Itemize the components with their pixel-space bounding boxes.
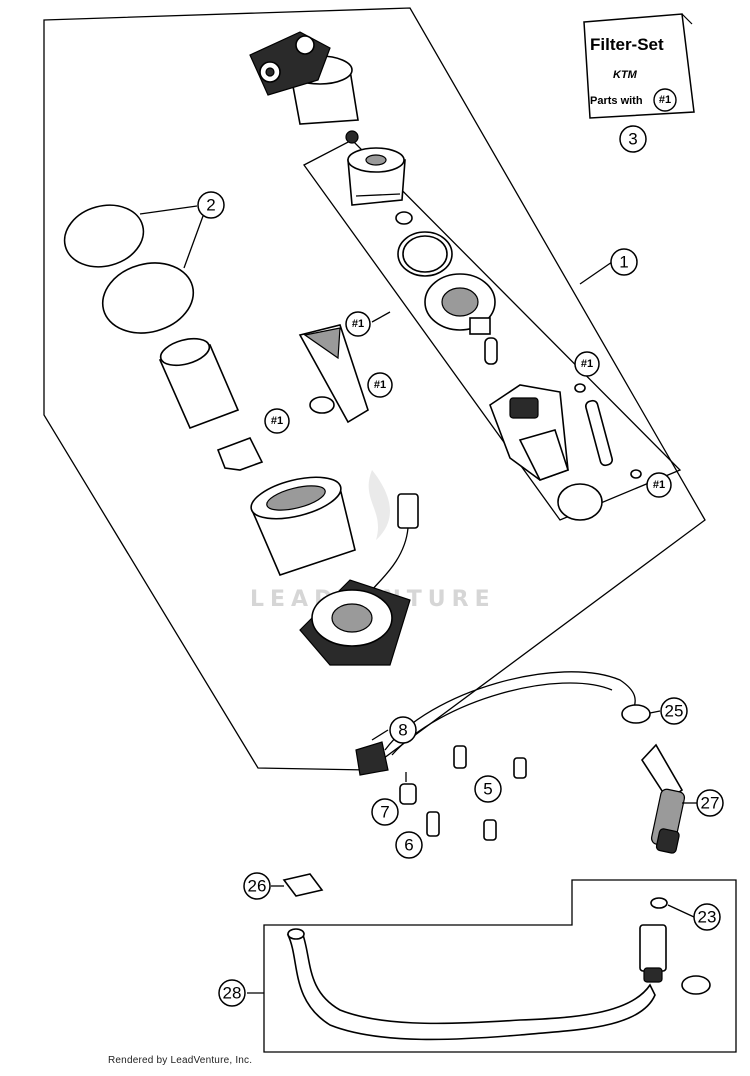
clamp-26 xyxy=(282,873,324,897)
ref-tag-5: #1 xyxy=(646,472,672,498)
svg-text:1: 1 xyxy=(619,253,628,272)
ref-tag-3: #1 xyxy=(264,408,290,434)
o-ring-23 xyxy=(650,897,668,909)
clamp-small xyxy=(681,975,711,995)
callout-8: 8 xyxy=(389,716,417,744)
pressure-regulator-part xyxy=(424,273,496,335)
quick-connector-27 xyxy=(640,743,686,854)
ktm-logo: KTM xyxy=(613,69,638,81)
large-o-ring-1 xyxy=(63,204,145,268)
svg-text:#1: #1 xyxy=(374,379,386,391)
small-seal-part xyxy=(345,130,359,144)
clip-part xyxy=(309,396,335,414)
callout-5: 5 xyxy=(474,775,502,803)
o-ring-right-bottom xyxy=(630,469,642,479)
hose-kit-outline xyxy=(263,879,737,1053)
fitting-tip xyxy=(643,967,663,983)
svg-text:8: 8 xyxy=(398,721,407,740)
strainer-tip-part xyxy=(303,327,341,360)
pump-housing-part xyxy=(250,476,356,576)
svg-text:3: 3 xyxy=(628,130,637,149)
filter-set-ref: #1 xyxy=(659,94,671,106)
ref-tag-4: #1 xyxy=(574,351,600,377)
grommet-part-7 xyxy=(399,783,417,805)
filter-set-title: Filter-Set xyxy=(590,35,664,54)
watermark-flame-icon xyxy=(368,470,390,540)
flange-plate-part xyxy=(299,579,411,666)
ref-tag-1: #1 xyxy=(345,311,371,337)
pin-part xyxy=(484,337,498,365)
svg-text:5: 5 xyxy=(483,780,492,799)
svg-text:#1: #1 xyxy=(581,358,593,370)
svg-text:23: 23 xyxy=(698,908,717,927)
svg-text:27: 27 xyxy=(701,794,720,813)
svg-text:28: 28 xyxy=(223,984,242,1003)
callout-26: 26 xyxy=(243,872,271,900)
fitting-body xyxy=(639,924,667,972)
o-ring-inner xyxy=(402,235,448,273)
callout-27: 27 xyxy=(696,789,724,817)
callout-2: 2 xyxy=(197,191,225,219)
screw-part-b xyxy=(513,757,527,779)
svg-text:25: 25 xyxy=(665,702,684,721)
leader-lines xyxy=(139,205,697,994)
screw-part-d xyxy=(483,819,497,841)
ref-tag-2: #1 xyxy=(367,372,393,398)
o-ring-small xyxy=(395,211,413,225)
svg-text:#1: #1 xyxy=(352,318,364,330)
render-credit: Rendered by LeadVenture, Inc. xyxy=(108,1055,253,1066)
return-hose-outer xyxy=(391,682,613,756)
svg-text:2: 2 xyxy=(206,196,215,215)
filter-set-box: Filter-Set KTM Parts with #1 xyxy=(583,13,695,119)
bracket-clip-part xyxy=(216,436,264,471)
callout-7: 7 xyxy=(371,798,399,826)
plug-part-8 xyxy=(355,741,389,776)
screw-part-a xyxy=(453,745,467,769)
rod-part xyxy=(584,399,614,467)
o-ring-right-top xyxy=(574,383,586,393)
strainer-part xyxy=(298,324,369,424)
hose-clamp-25 xyxy=(621,704,651,724)
sleeve-part xyxy=(158,337,240,430)
svg-text:#1: #1 xyxy=(271,415,283,427)
filter-group-outline xyxy=(303,139,682,521)
callout-23: 23 xyxy=(693,903,721,931)
pump-head-part xyxy=(249,31,359,125)
fuel-pump-motor-part xyxy=(489,384,570,481)
filter-set-subtitle: Parts with xyxy=(590,95,643,107)
svg-text:#1: #1 xyxy=(653,479,665,491)
callout-28: 28 xyxy=(218,979,246,1007)
svg-text:26: 26 xyxy=(248,877,267,896)
svg-text:6: 6 xyxy=(404,836,413,855)
callout-1: 1 xyxy=(610,248,638,276)
screw-part-c xyxy=(426,811,440,837)
return-hose xyxy=(384,671,636,751)
large-o-ring-2 xyxy=(101,262,195,334)
callout-25: 25 xyxy=(660,697,688,725)
hose-end xyxy=(287,928,305,940)
connector-part xyxy=(371,493,419,591)
fuel-hose-28 xyxy=(286,931,656,1041)
svg-text:7: 7 xyxy=(380,803,389,822)
callout-6: 6 xyxy=(395,831,423,859)
o-ring-pump xyxy=(557,483,603,521)
fuel-filter-part xyxy=(347,147,406,206)
callout-3: 3 xyxy=(619,125,647,153)
